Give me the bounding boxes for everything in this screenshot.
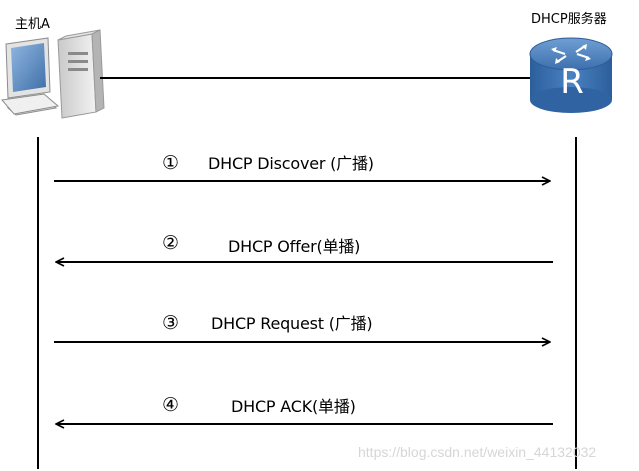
server-label: DHCP服务器 <box>531 12 607 27</box>
client-label: 主机A <box>15 17 50 32</box>
step-number-1: ① <box>162 152 180 174</box>
message-label-request: DHCP Request (广播) <box>211 314 373 333</box>
step-number-4: ④ <box>162 394 180 416</box>
router-icon <box>529 37 613 113</box>
message-label-offer: DHCP Offer(单播) <box>228 237 361 256</box>
step-number-3: ③ <box>162 312 180 334</box>
step-number-2: ② <box>162 232 180 254</box>
message-label-ack: DHCP ACK(单播) <box>231 397 356 416</box>
message-label-discover: DHCP Discover (广播) <box>208 154 374 173</box>
watermark-text: https://blog.csdn.net/weixin_44132032 <box>358 444 597 460</box>
computer-icon <box>1 29 105 119</box>
router-letter: R <box>560 62 584 102</box>
